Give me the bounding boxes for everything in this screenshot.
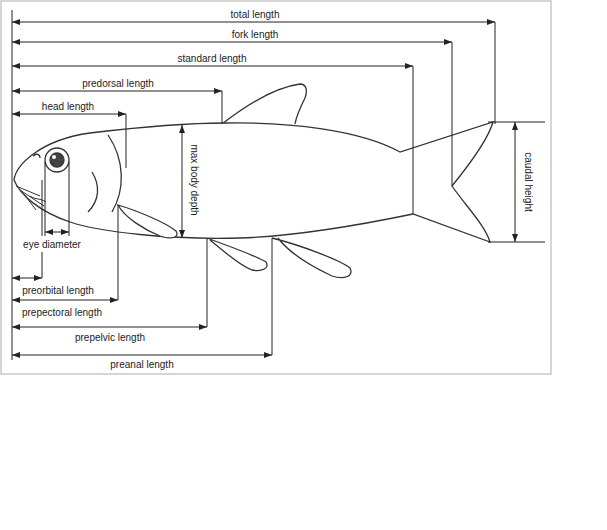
fish-outline bbox=[14, 84, 493, 278]
measurement-label: prepectoral length bbox=[20, 307, 104, 318]
measure-lines bbox=[12, 10, 545, 360]
measurement-label: predorsal length bbox=[80, 78, 156, 89]
measurement-label: standard length bbox=[176, 53, 249, 64]
measurement-label: caudal height bbox=[523, 150, 534, 214]
measurement-label: max body depth bbox=[189, 142, 200, 217]
measurement-label: fork length bbox=[230, 29, 281, 40]
measurement-label: prepelvic length bbox=[73, 332, 147, 343]
measurement-label: head length bbox=[40, 101, 96, 112]
measurement-label: preanal length bbox=[108, 359, 175, 370]
measurement-label: eye diameter bbox=[21, 239, 83, 250]
frame bbox=[1, 1, 551, 374]
measurement-label: preorbital length bbox=[20, 285, 96, 296]
measurement-label: total length bbox=[229, 9, 282, 20]
